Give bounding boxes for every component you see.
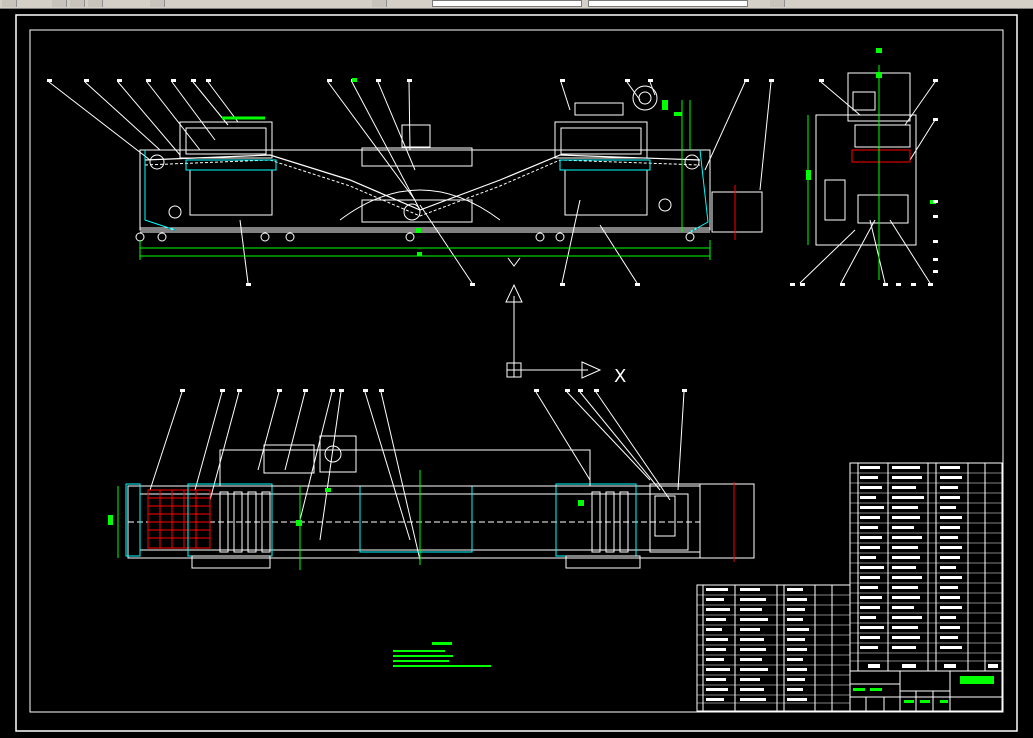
style-field[interactable] — [588, 0, 748, 7]
drawing-canvas[interactable]: X — [0, 9, 1033, 734]
parts-list-continued — [696, 584, 851, 712]
ucs-icon — [505, 283, 602, 379]
title-block — [849, 670, 1003, 712]
side-elevation — [790, 48, 938, 286]
front-elevation — [47, 78, 774, 286]
inner-frame — [29, 29, 1004, 713]
print-button[interactable] — [88, 0, 103, 7]
new-file-button[interactable] — [2, 0, 17, 7]
save-file-button[interactable] — [70, 0, 85, 7]
technical-notes — [393, 642, 491, 667]
parts-list-table — [849, 462, 1003, 672]
cad-toolbar — [0, 0, 1033, 9]
layer-field[interactable] — [432, 0, 582, 7]
open-file-button[interactable] — [52, 0, 67, 7]
undo-button[interactable] — [150, 0, 165, 7]
outer-frame — [15, 14, 1018, 732]
pan-button[interactable] — [372, 0, 387, 7]
cad-drawing — [15, 14, 1018, 732]
plan-view — [108, 389, 755, 570]
zoom-button[interactable] — [770, 0, 785, 7]
ucs-x-axis-label: X — [614, 366, 627, 387]
